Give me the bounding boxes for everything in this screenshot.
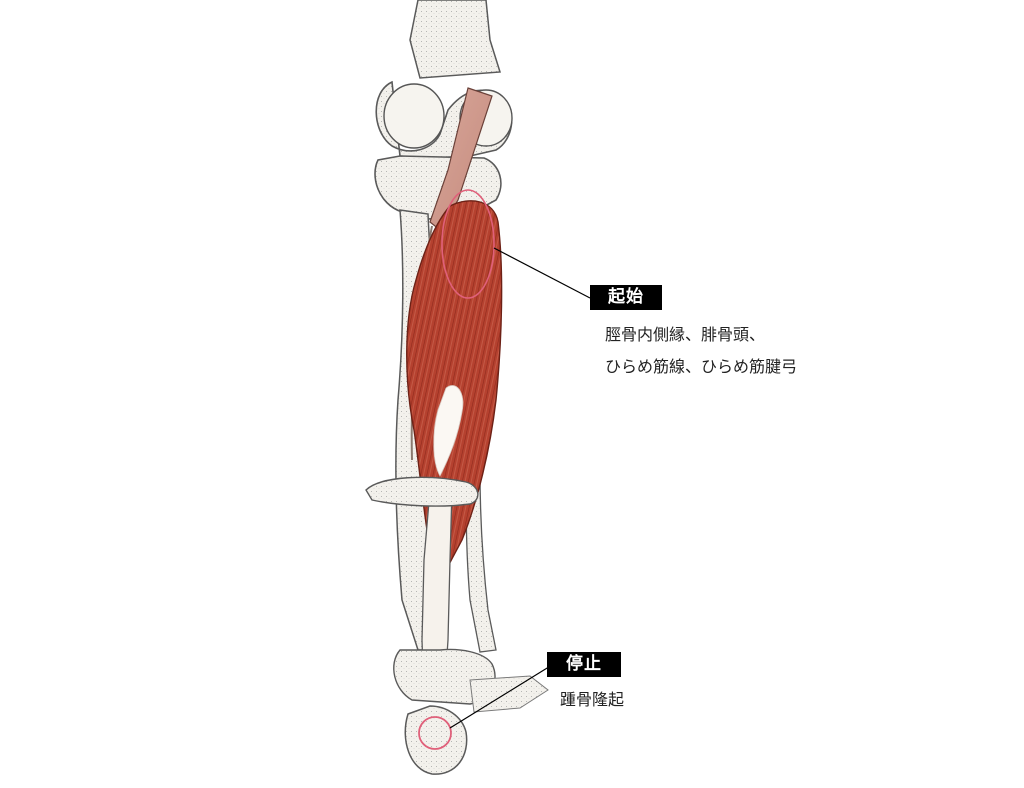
- foot-bones: [469, 675, 549, 713]
- origin-badge: 起始: [590, 285, 662, 310]
- femur-shaft: [409, 0, 501, 79]
- medial-condyle: [383, 83, 445, 149]
- origin-highlight-circle: [441, 189, 495, 299]
- origin-text-line-1: 脛骨内側縁、腓骨頭、: [605, 325, 766, 344]
- insertion-leader-line: [449, 664, 553, 729]
- tendon-cut-cap: [365, 476, 479, 507]
- calcaneus: [404, 705, 468, 775]
- insertion-badge: 停止: [547, 652, 621, 677]
- insertion-highlight-circle: [418, 716, 452, 750]
- origin-leader-line: [493, 247, 591, 299]
- insertion-text-line-1: 踵骨隆起: [560, 690, 625, 709]
- origin-text-line-2: ひらめ筋線、ひらめ筋腱弓: [605, 357, 798, 376]
- soleus-aponeurosis: [433, 385, 464, 477]
